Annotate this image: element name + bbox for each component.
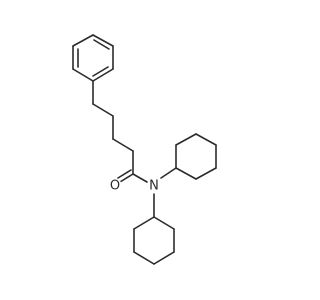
cyclohexyl-bond — [153, 216, 175, 230]
phenyl-bond — [92, 68, 114, 82]
cyclohexyl-bond — [195, 133, 217, 146]
cyclohexyl-bond — [175, 167, 197, 180]
cyclohexyl-ring-upper — [175, 133, 217, 180]
alkyl-chain — [92, 80, 134, 175]
cyclohexyl-bond — [175, 133, 197, 146]
phenyl-bond — [72, 68, 94, 82]
carbonyl-n-bond — [132, 173, 148, 183]
nitrogen-atom-label: N — [149, 179, 159, 194]
n-cyclohexyl-bond-upper — [160, 167, 177, 179]
oxygen-atom-mask — [108, 179, 122, 193]
cyclohexyl-bond — [133, 216, 155, 230]
phenyl-double-bond — [92, 66, 109, 77]
cyclohexyl-bond — [153, 251, 175, 265]
carbonyl-group — [117, 169, 148, 183]
phenyl-ring — [72, 34, 114, 82]
oxygen-atom: O — [108, 179, 122, 194]
phenyl-double-bond — [93, 39, 110, 50]
carbonyl-double-bond — [119, 173, 134, 183]
cyclohexyl-bond — [133, 251, 155, 265]
nitrogen-atom-mask — [147, 179, 161, 193]
phenyl-bond — [92, 34, 114, 47]
oxygen-atom-label: O — [110, 179, 120, 194]
chain-bond — [92, 103, 114, 117]
cyclohexyl-bond — [195, 167, 217, 180]
nitrogen-atom: N — [147, 179, 161, 194]
molecule-structure-diagram: O N — [72, 34, 217, 265]
phenyl-bond — [72, 34, 94, 47]
cyclohexyl-ring-lower — [133, 216, 175, 265]
chain-bond — [112, 138, 134, 152]
carbonyl-double-bond — [117, 169, 132, 179]
